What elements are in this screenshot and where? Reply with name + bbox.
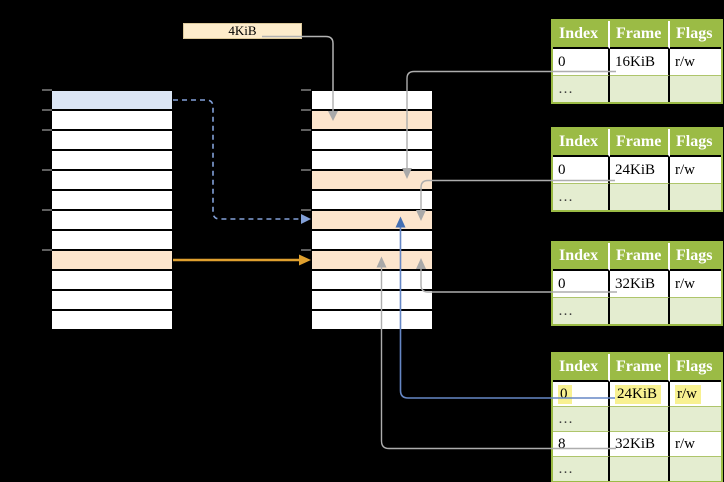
memory-cell xyxy=(312,291,432,311)
memory-cell xyxy=(52,111,172,131)
column-header-frame: Frame xyxy=(610,21,670,49)
memory-cell xyxy=(52,151,172,171)
entry-flags: r/w xyxy=(670,49,721,76)
memory-cell xyxy=(52,131,172,151)
table-header-row: Index Frame Flags xyxy=(553,354,721,382)
page-table-32kib: Index Frame Flags 0 32KiB r/w … xyxy=(551,241,723,326)
memory-cell xyxy=(52,191,172,211)
memory-cell xyxy=(52,311,172,331)
table-row: 0 16KiB r/w xyxy=(553,49,721,76)
table-row: 0 24KiB r/w xyxy=(553,157,721,184)
table-header-row: Index Frame Flags xyxy=(553,21,721,49)
page-table-24kib: Index Frame Flags 0 24KiB r/w … xyxy=(551,127,723,212)
entry-frame xyxy=(610,76,670,102)
entry-frame: 24KiB xyxy=(610,157,670,184)
column-header-frame: Frame xyxy=(610,354,670,382)
table-row-ellipsis: … xyxy=(553,407,721,432)
entry-index: … xyxy=(553,407,610,432)
entry-index: … xyxy=(553,76,610,102)
memory-cell xyxy=(312,271,432,291)
frame-orange xyxy=(312,251,432,271)
physical-memory-column xyxy=(312,90,432,331)
table-row-ellipsis: … xyxy=(553,184,721,210)
frame-32kib xyxy=(312,211,432,231)
entry-frame xyxy=(610,298,670,324)
entry-frame xyxy=(610,457,670,481)
entry-index: … xyxy=(553,298,610,324)
virtual-memory-column xyxy=(52,90,172,331)
column-header-index: Index xyxy=(553,129,610,157)
entry-flags xyxy=(670,298,721,324)
column-header-frame: Frame xyxy=(610,243,670,271)
entry-index: 8 xyxy=(553,432,610,457)
entry-flags xyxy=(670,407,721,432)
entry-flags xyxy=(670,76,721,102)
page-size-label-text: 4KiB xyxy=(228,23,257,38)
memory-cell xyxy=(52,211,172,231)
memory-cell xyxy=(52,291,172,311)
column-header-flags: Flags xyxy=(670,129,721,157)
entry-index: … xyxy=(553,184,610,210)
frame-24kib xyxy=(312,171,432,191)
column-header-index: Index xyxy=(553,354,610,382)
memory-cell xyxy=(52,171,172,191)
page-table-level2: Index Frame Flags 0 24KiB r/w … 8 32KiB … xyxy=(551,352,723,482)
table-row-ellipsis: … xyxy=(553,76,721,102)
entry-flags: r/w xyxy=(670,157,721,184)
memory-cell xyxy=(52,271,172,291)
entry-flags: r/w xyxy=(670,382,721,407)
page-size-label: 4KiB xyxy=(183,23,302,39)
entry-index: 0 xyxy=(553,382,610,407)
entry-frame: 32KiB xyxy=(610,271,670,298)
memory-cell xyxy=(52,231,172,251)
frame-16kib xyxy=(312,111,432,131)
memory-cell xyxy=(312,231,432,251)
arrow-virtual-page-dashed-blue xyxy=(173,99,311,224)
arrow-virtual-page-orange xyxy=(173,254,311,266)
entry-flags: r/w xyxy=(670,432,721,457)
virtual-page-orange xyxy=(52,251,172,271)
highlighted-value: r/w xyxy=(675,384,701,404)
virtual-page-blue xyxy=(52,90,172,111)
entry-index: … xyxy=(553,457,610,481)
table-row-ellipsis: … xyxy=(553,298,721,324)
entry-flags xyxy=(670,457,721,481)
table-row-ellipsis: … xyxy=(553,457,721,481)
entry-frame xyxy=(610,184,670,210)
column-header-index: Index xyxy=(553,243,610,271)
memory-cell xyxy=(312,311,432,331)
column-header-index: Index xyxy=(553,21,610,49)
table-row-highlighted: 0 24KiB r/w xyxy=(553,382,721,407)
table-row: 8 32KiB r/w xyxy=(553,432,721,457)
entry-flags: r/w xyxy=(670,271,721,298)
memory-cell xyxy=(312,151,432,171)
entry-index: 0 xyxy=(553,157,610,184)
entry-flags xyxy=(670,184,721,210)
table-row: 0 32KiB r/w xyxy=(553,271,721,298)
column-header-frame: Frame xyxy=(610,129,670,157)
column-header-flags: Flags xyxy=(670,21,721,49)
entry-index: 0 xyxy=(553,49,610,76)
table-header-row: Index Frame Flags xyxy=(553,243,721,271)
entry-index: 0 xyxy=(553,271,610,298)
entry-frame: 24KiB xyxy=(610,382,670,407)
memory-cell xyxy=(312,131,432,151)
column-header-flags: Flags xyxy=(670,354,721,382)
highlighted-value: 24KiB xyxy=(615,384,662,404)
entry-frame xyxy=(610,407,670,432)
table-header-row: Index Frame Flags xyxy=(553,129,721,157)
column-header-flags: Flags xyxy=(670,243,721,271)
memory-cell xyxy=(312,191,432,211)
page-table-16kib: Index Frame Flags 0 16KiB r/w … xyxy=(551,19,723,104)
entry-frame: 32KiB xyxy=(610,432,670,457)
entry-frame: 16KiB xyxy=(610,49,670,76)
memory-cell xyxy=(312,90,432,111)
highlighted-value: 0 xyxy=(558,384,572,404)
